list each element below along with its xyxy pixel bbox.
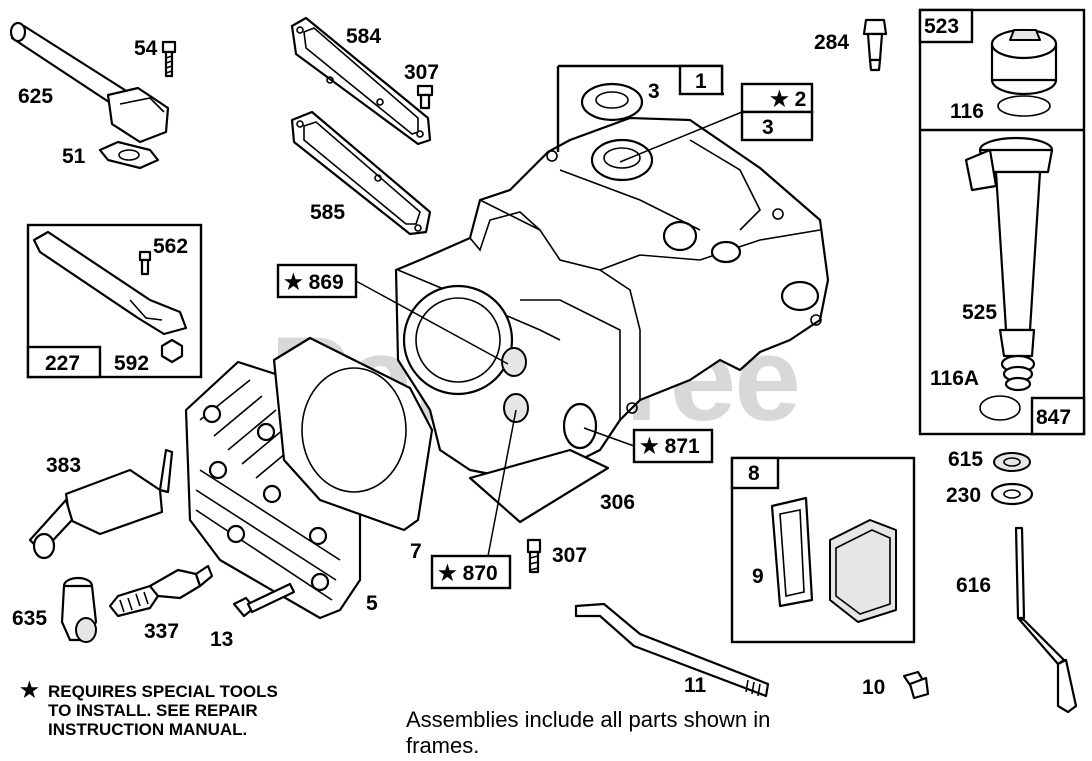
part-cylinder-block[interactable] [394,116,830,482]
label-9: 9 [752,565,764,588]
label-592: 592 [114,352,149,375]
label-615: 615 [948,448,983,471]
label-616: 616 [956,574,991,597]
label-1: 1 [695,70,707,93]
part-11-tube[interactable] [574,602,770,698]
tag-869[interactable] [276,263,509,365]
label-5: 5 [366,592,378,615]
label-562: 562 [153,235,188,258]
label-337: 337 [144,620,179,643]
assembly-frame-1[interactable] [556,64,724,152]
label-13: 13 [210,628,233,651]
footer-line-2: frames. [406,733,479,758]
label-230: 230 [946,484,981,507]
part-523-dipstick-cap[interactable] [990,28,1058,117]
part-337-spark-plug[interactable] [108,564,214,618]
note-line-2: TO INSTALL. SEE REPAIR [48,701,258,720]
label-227: 227 [45,352,80,375]
label-54: 54 [134,37,158,60]
note-line-1: REQUIRES SPECIAL TOOLS [48,682,278,701]
part-635-spark-plug-cap[interactable] [60,576,98,643]
part-307-screw-top[interactable] [416,84,434,110]
assembly-frame-227[interactable] [26,223,203,379]
footer-line-1: Assemblies include all parts shown in [406,707,770,732]
label-2: ★ 2 [770,88,806,111]
label-8: 8 [748,462,760,485]
label-3-kit: 3 [762,116,774,139]
special-tools-note: ★ REQUIRES SPECIAL TOOLS TO INSTALL. SEE… [20,679,278,739]
label-383: 383 [46,454,81,477]
label-869: ★ 869 [284,271,344,294]
label-284: 284 [814,31,849,54]
part-585-gasket[interactable] [290,110,432,236]
label-585: 585 [310,201,345,224]
part-616-dipstick[interactable] [1014,526,1078,714]
part-230-washer[interactable] [990,482,1034,506]
part-383-lever[interactable] [28,448,174,560]
note-star: ★ [20,679,39,702]
label-625: 625 [18,85,53,108]
part-54-screw[interactable] [161,40,177,78]
part-584-gasket[interactable] [290,16,432,146]
label-870: ★ 870 [438,562,498,585]
assembly-frame-847[interactable] [918,8,1086,436]
label-306: 306 [600,491,635,514]
label-307-top: 307 [404,61,439,84]
label-116a: 116A [930,367,979,390]
footer-note: Assemblies include all parts shown in fr… [406,707,770,758]
label-116: 116 [950,100,984,123]
tag-2-3[interactable] [619,82,814,163]
label-51: 51 [62,145,86,168]
label-523: 523 [924,15,959,38]
label-10: 10 [862,676,885,699]
label-3-seal: 3 [648,80,660,103]
label-11: 11 [684,674,707,697]
note-line-3: INSTRUCTION MANUAL. [48,720,247,739]
assembly-frame-8[interactable] [730,456,916,644]
part-head-gasket[interactable] [272,336,434,532]
part-307-screw-bottom[interactable] [526,538,542,574]
label-584: 584 [346,25,381,48]
part-13-bolt[interactable] [232,582,296,618]
label-635: 635 [12,607,47,630]
label-307-bottom: 307 [552,544,587,567]
tag-871[interactable] [583,427,714,464]
label-525: 525 [962,301,997,324]
label-871: ★ 871 [640,435,700,458]
part-284-fitting[interactable] [862,18,888,72]
part-3-oil-seal[interactable] [580,82,644,122]
tag-870[interactable] [430,409,517,590]
part-625-breather-tube[interactable] [9,21,170,144]
part-10-screw[interactable] [902,670,930,700]
label-7: 7 [410,540,422,563]
part-306-gasket[interactable] [468,448,610,524]
part-51-gasket[interactable] [98,140,160,170]
part-525-dipstick-tube[interactable] [964,136,1054,421]
label-847: 847 [1036,406,1071,429]
part-615-seal[interactable] [993,452,1031,472]
